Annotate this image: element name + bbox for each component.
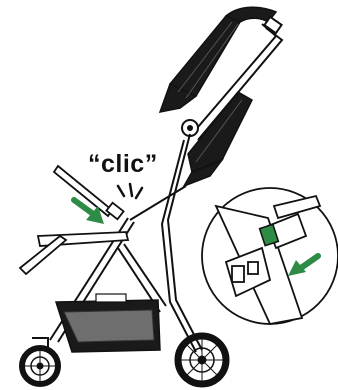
hinge-joint: [182, 120, 198, 136]
click-motion-lines: [118, 184, 142, 198]
basket: [56, 294, 160, 352]
canopy: [160, 7, 276, 112]
seat-back: [184, 92, 252, 186]
armrest: [20, 232, 128, 274]
clic-label: “clic”: [88, 150, 158, 179]
front-wheel: [22, 338, 58, 384]
detail-callout: [202, 188, 338, 324]
rear-wheel: [178, 336, 226, 384]
